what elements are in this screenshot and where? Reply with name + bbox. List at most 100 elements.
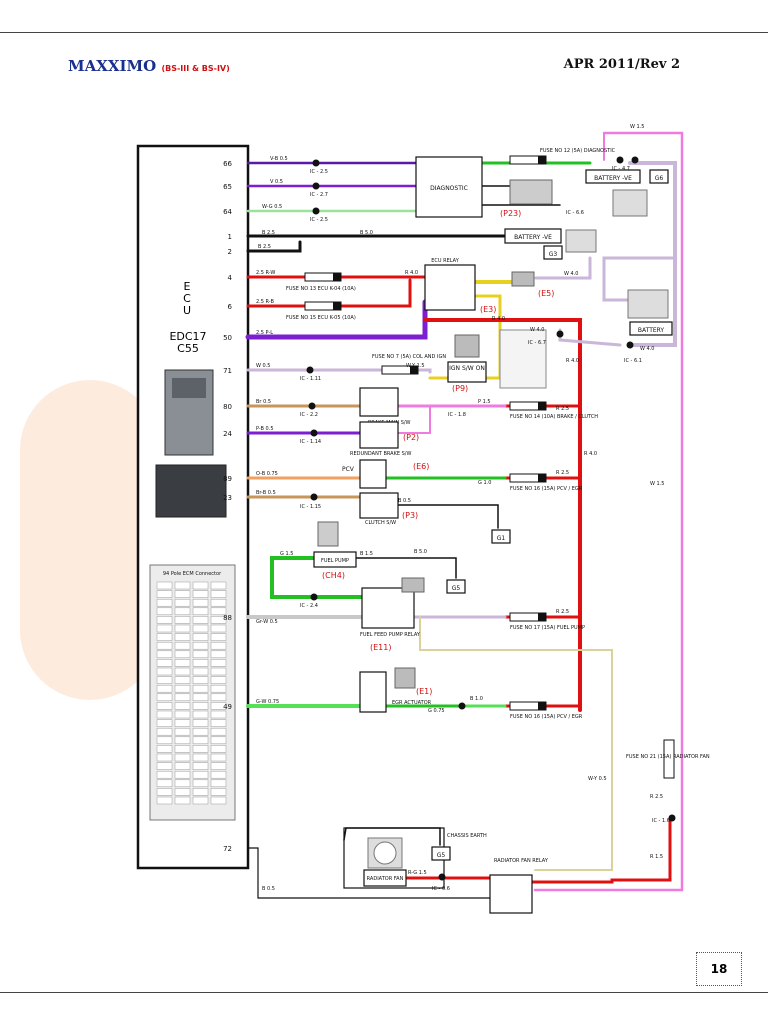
battery-photo-2 xyxy=(565,229,597,253)
lbl-w88: Gr-W 0.5 xyxy=(256,619,278,625)
pin-cell xyxy=(156,581,173,590)
pin-cell xyxy=(210,710,227,719)
lbl-w49: G-W 0.75 xyxy=(256,699,279,705)
lbl-w66: V-B 0.5 xyxy=(270,156,288,162)
g6-box xyxy=(649,169,669,184)
g3-label: G3 xyxy=(549,251,558,258)
pin-cell xyxy=(210,796,227,805)
pin-cell xyxy=(192,607,209,616)
black-clutch xyxy=(397,504,499,529)
fuse-21 xyxy=(663,739,675,779)
pin-cell xyxy=(192,727,209,736)
pin-cell xyxy=(174,693,191,702)
lbl-g075: G 0.75 xyxy=(428,708,445,714)
lbl-r40a: R 4.0 xyxy=(405,270,418,276)
pin-cell xyxy=(174,710,191,719)
lbl-f17: FUSE NO 17 (15A) FUEL PUMP xyxy=(510,625,585,631)
connector-dot-4 xyxy=(308,402,316,410)
pin-cell xyxy=(156,624,173,633)
fuel-pump-box xyxy=(313,551,357,568)
fuel-relay-photo xyxy=(401,577,425,593)
lbl-ic115: IC - 1.15 xyxy=(300,504,321,510)
g3-box xyxy=(543,245,563,260)
battery-box xyxy=(629,321,673,336)
chassis-earth-label: CHASSIS EARTH xyxy=(447,833,487,839)
pin-cell xyxy=(156,710,173,719)
battery-ve-g6-label: BATTERY -VE xyxy=(594,175,632,182)
ecu-label-u: U xyxy=(183,304,191,317)
pin-cell xyxy=(210,693,227,702)
radiator-fan-box xyxy=(363,869,407,887)
connector-dot-5 xyxy=(310,429,318,437)
wire-50 xyxy=(245,299,428,340)
lbl-r40b: R 4.0 xyxy=(492,316,505,322)
lbl-w15b: W 1.5 xyxy=(650,481,665,487)
ref-e6: (E6) xyxy=(413,462,429,471)
connector-dot-13 xyxy=(626,341,634,349)
pin-cell xyxy=(210,641,227,650)
brand-title: MAXXIMO (BS-III & BS-IV) xyxy=(68,57,230,75)
pin-cell xyxy=(192,788,209,796)
lbl-w80: Br 0.5 xyxy=(256,399,271,405)
lbl-w23: Br-B 0.5 xyxy=(256,490,276,496)
battery-ve-g3-box xyxy=(504,228,562,244)
pin-cell xyxy=(156,590,173,598)
connector-dot-7 xyxy=(310,593,318,601)
pin-cell xyxy=(174,727,191,736)
pin-cell xyxy=(174,736,191,745)
pin-cell xyxy=(174,779,191,788)
battery-ve-g3-label: BATTERY -VE xyxy=(514,234,552,241)
lbl-w6: 2.5 R-B xyxy=(256,299,274,305)
pin-cell xyxy=(192,616,209,624)
lbl-w2: B 2.5 xyxy=(258,244,271,250)
wire-texts: V-B 0.5V 0.5W-G 0.5B 2.5B 2.52.5 R-W2.5 … xyxy=(256,124,710,892)
lbl-b15: B 1.5 xyxy=(360,551,373,557)
pin-cell xyxy=(156,796,173,805)
pin-cell xyxy=(210,650,227,659)
lbl-wy05: W-Y 0.5 xyxy=(588,776,607,782)
fuse-7-cap xyxy=(410,366,418,374)
pin-cell xyxy=(192,667,209,676)
lbl-w24: P-B 0.5 xyxy=(256,426,274,432)
lbl-r40d: R 4.0 xyxy=(584,451,597,457)
pin-cell xyxy=(210,684,227,693)
pin-cell xyxy=(156,616,173,624)
pin-cell xyxy=(174,753,191,762)
pin-cell xyxy=(156,607,173,616)
ref-p23: (P23) xyxy=(500,209,521,218)
lav-to-batt xyxy=(558,328,622,347)
pin-cell xyxy=(192,693,209,702)
pin-cell xyxy=(156,727,173,736)
fuel-feed-relay-box xyxy=(361,587,415,629)
clutch-label: CLUTCH S/W xyxy=(365,520,396,526)
ecu-model-1: EDC17 xyxy=(169,330,206,343)
ign-switch-label: IGN S/W ON xyxy=(449,365,485,372)
pin-64: 64 xyxy=(223,208,232,216)
pin-cell xyxy=(210,624,227,633)
pin-cell xyxy=(210,719,227,727)
ecu-relay-label: ECU RELAY xyxy=(431,258,459,264)
pin-80: 80 xyxy=(223,403,232,411)
lbl-f16b: FUSE NO 16 (15A) PCV / EGR xyxy=(510,714,583,720)
pin-72: 72 xyxy=(223,845,232,853)
pin-cell xyxy=(174,770,191,779)
g5b-box xyxy=(431,846,451,861)
pin-cell xyxy=(156,779,173,788)
lbl-r25b: R 2.5 xyxy=(556,470,569,476)
pin-4: 4 xyxy=(228,274,233,282)
pin-cell xyxy=(192,598,209,607)
fuel-pump-label: FUEL PUMP xyxy=(321,558,349,564)
pin-cell xyxy=(156,684,173,693)
pin-cell xyxy=(174,667,191,676)
lbl-ic61: IC - 6.1 xyxy=(624,358,642,364)
lbl-f21: FUSE NO 21 (15A) RADIATOR FAN xyxy=(626,754,710,760)
ref-p3: (P3) xyxy=(402,511,418,520)
pin-cell xyxy=(210,779,227,788)
g5-label: G5 xyxy=(452,585,461,592)
pin-cell xyxy=(210,745,227,753)
pin-cell xyxy=(156,598,173,607)
connector-dot-2 xyxy=(312,207,320,215)
ref-e5: (E5) xyxy=(538,289,554,298)
g1-box xyxy=(491,529,511,544)
fuse-12-cap xyxy=(538,156,546,164)
